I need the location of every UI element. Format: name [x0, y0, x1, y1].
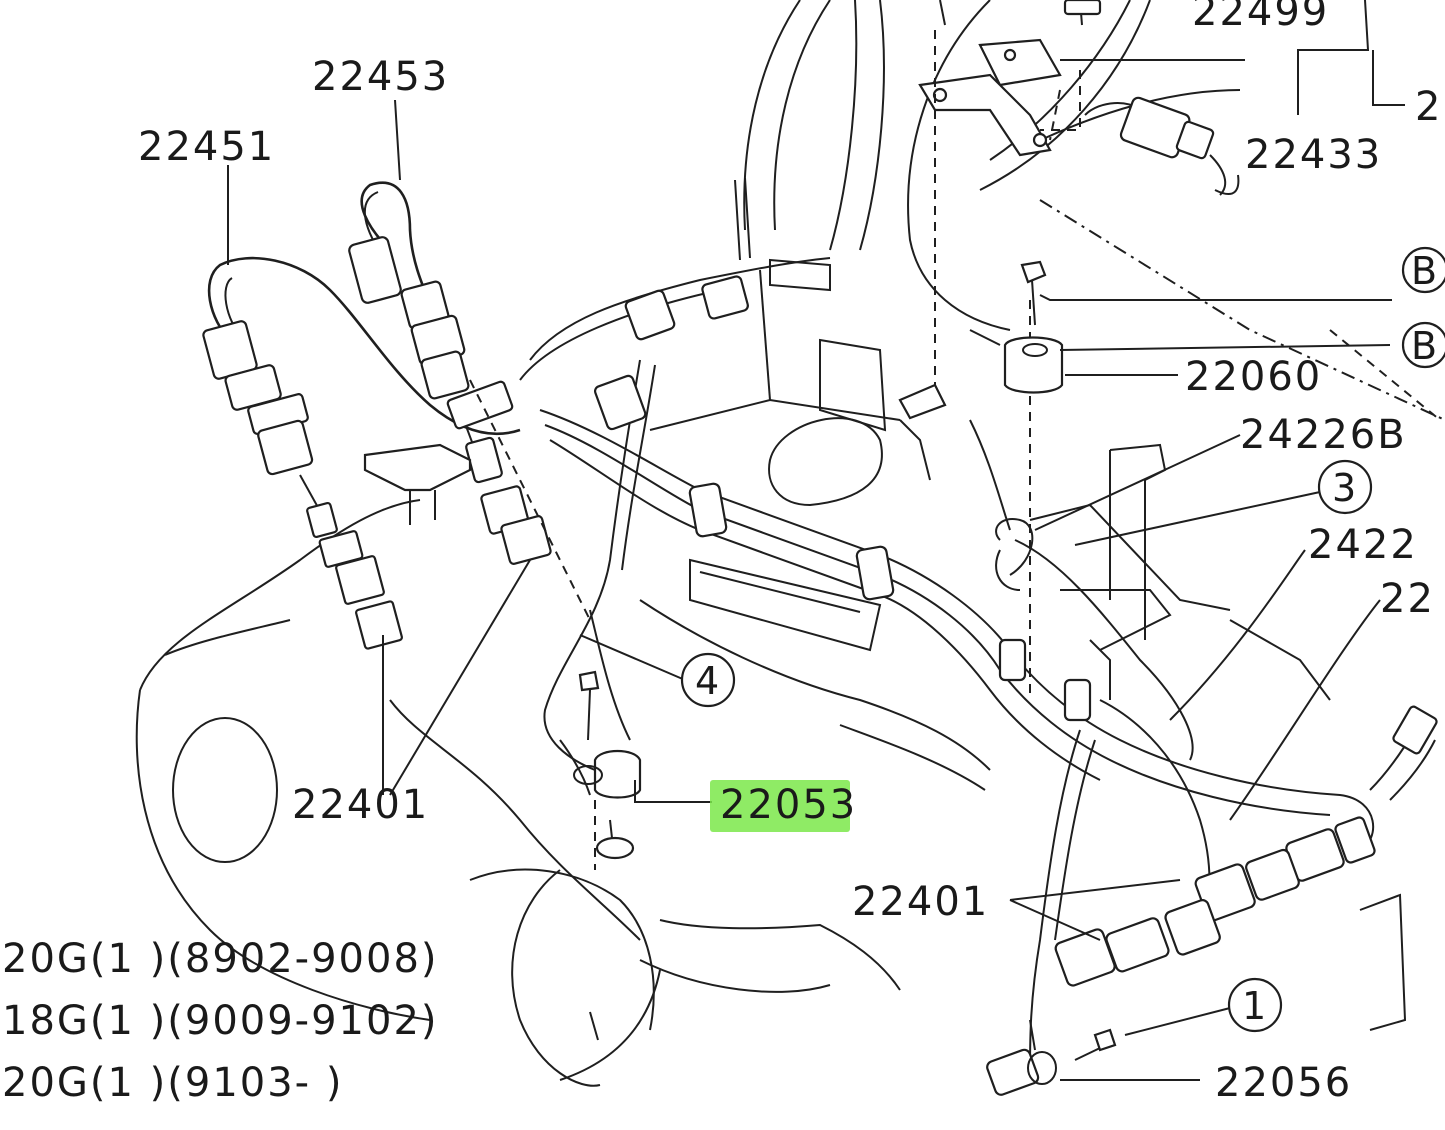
crank-sensor-22056	[986, 1019, 1117, 1096]
connector-22433	[1084, 96, 1227, 196]
spec-note-line: 18G(1 )(9009-9102)	[2, 998, 439, 1044]
part-number-2-cut: 2	[1415, 84, 1442, 130]
spec-note-line: 20G(1 )(8902-9008)	[2, 936, 439, 982]
callout-label: B	[1411, 324, 1439, 368]
part-number-labels: 22453 22451 22499 22433 2 22060 24226B 2…	[138, 0, 1442, 1106]
leader-lines	[227, 0, 1405, 1081]
highlight-marker	[710, 780, 850, 832]
part-number-22433: 22433	[1245, 132, 1382, 178]
spec-note-line: 20G(1 )(9103- )	[2, 1060, 343, 1106]
callout-label: 4	[695, 659, 721, 703]
spec-notes: 20G(1 )(8902-9008) 18G(1 )(9009-9102) 20…	[2, 936, 439, 1106]
engine-cover-outline	[649, 258, 1407, 1031]
part-number-22499: 22499	[1192, 0, 1329, 35]
callout-4: 4	[680, 652, 736, 708]
callout-label: 3	[1332, 466, 1358, 510]
part-number-22451: 22451	[138, 124, 275, 170]
engine-block-outline	[135, 499, 991, 1087]
part-number-22056: 22056	[1215, 1060, 1352, 1106]
wiring-harness	[519, 177, 1374, 1071]
part-number-22401-right: 22401	[852, 879, 989, 925]
knock-sensor-22053	[559, 670, 642, 870]
callout-label: B	[1411, 249, 1439, 293]
callout-1: 1	[1227, 977, 1283, 1033]
sensor-bracket	[363, 380, 514, 525]
sensor-22451	[202, 256, 521, 650]
part-number-22453: 22453	[312, 54, 449, 100]
knock-sensor-22060	[898, 30, 1064, 700]
part-number-22053: 22053	[720, 782, 857, 828]
part-number-24226B: 24226B	[1240, 412, 1407, 458]
part-number-2422: 2422	[1308, 522, 1418, 568]
sensor-22453	[348, 181, 552, 565]
right-sensor-22401	[1054, 705, 1438, 987]
part-number-22-cut: 22	[1380, 576, 1435, 622]
callout-label: 1	[1242, 984, 1268, 1028]
relay-bracket-22499	[918, 0, 1102, 157]
part-number-22401-left: 22401	[292, 782, 429, 828]
callout-B-upper: B	[1401, 246, 1445, 294]
background-hoses	[743, 0, 1445, 421]
part-number-22060: 22060	[1185, 354, 1322, 400]
callout-3: 3	[1317, 459, 1373, 515]
callout-B-lower: B	[1401, 321, 1445, 369]
